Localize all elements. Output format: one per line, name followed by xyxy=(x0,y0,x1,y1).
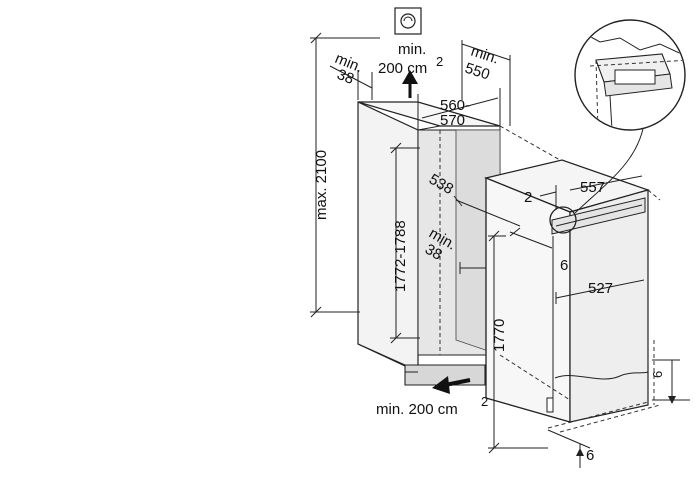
niche-height-label: 1772-1788 xyxy=(392,220,409,292)
vent-top-min-label: min. xyxy=(398,41,426,58)
detail-marker xyxy=(549,206,577,234)
foot-right-label: 6 xyxy=(650,371,665,378)
side-min-b-value: 38 xyxy=(422,241,445,264)
dim-appliance-depth xyxy=(555,279,645,304)
height-max-label: max. 2100 xyxy=(313,150,330,220)
dim-niche-depth xyxy=(453,195,521,227)
dim-appliance-height xyxy=(488,230,548,454)
vent-top-area-label: 200 cm xyxy=(378,60,427,77)
vent-top-arrow xyxy=(402,70,418,98)
dim-niche-height xyxy=(390,142,420,344)
vent-bottom-arrow xyxy=(432,376,471,394)
foot-bottom-label: 6 xyxy=(586,447,594,464)
appliance-height-label: 1770 xyxy=(491,319,508,352)
dim-foot-right xyxy=(652,359,690,404)
vent-top-sup-label: 2 xyxy=(436,54,443,69)
dim-appliance-width xyxy=(539,175,643,210)
appliance-depth-label: 527 xyxy=(588,280,613,297)
dim-side-min-b xyxy=(459,262,486,274)
appliance-body xyxy=(484,125,661,433)
door-gap-label: 6 xyxy=(560,257,568,274)
detail-inset xyxy=(574,19,686,131)
width-b-label: 570 xyxy=(440,112,465,129)
dim-door-gap xyxy=(509,227,553,249)
gap-top-label: 2 xyxy=(524,189,532,206)
dim-side-min-a xyxy=(329,65,373,100)
dim-width xyxy=(417,88,501,130)
dim-foot-bottom xyxy=(547,429,591,468)
dim-depth-min xyxy=(461,40,511,126)
vent-bottom-label: min. 200 cm xyxy=(376,401,458,418)
width-a-label: 560- xyxy=(440,97,470,114)
dim-height-max xyxy=(310,32,380,318)
appliance-width-label: 557 xyxy=(580,179,605,196)
ventilation-symbol xyxy=(394,7,422,35)
depth-min-value: 550 xyxy=(463,60,492,84)
vent-bottom-sup-label: 2 xyxy=(481,394,488,409)
side-min-a-value: 38 xyxy=(335,66,357,88)
